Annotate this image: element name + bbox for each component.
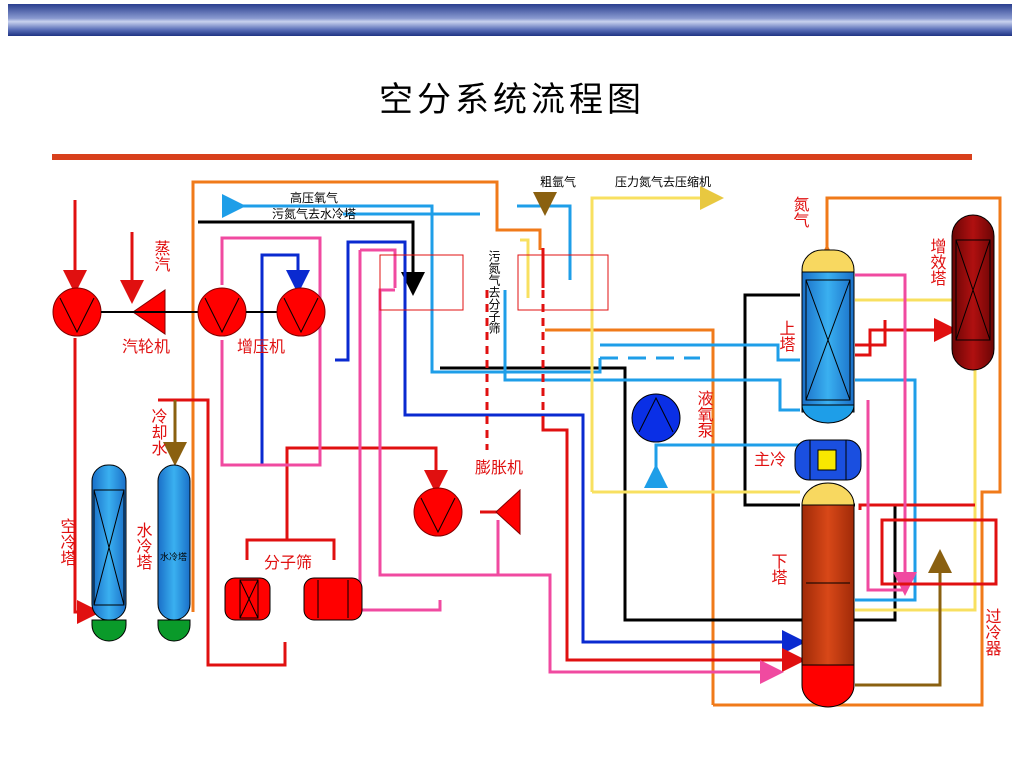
- pipe-brown-sub: [855, 549, 952, 687]
- mol-sieve-1: [224, 577, 271, 621]
- heat-exchanger-right: [517, 254, 609, 311]
- water-cooling-tower: [157, 464, 191, 642]
- page-title: 空分系统流程图: [379, 80, 645, 120]
- pipe-orange-right: [545, 328, 715, 705]
- label-booster: 增压机: [237, 337, 285, 356]
- mol-sieve-2: [303, 577, 363, 621]
- pipe-red-sub: [858, 503, 975, 510]
- label-expander: 膨胀机: [475, 458, 523, 477]
- pipe-lightblue-4: [503, 290, 800, 412]
- pipe-blue-main: [335, 240, 806, 654]
- label-waste-n2-water-tower: 污氮气去水冷塔: [272, 206, 356, 221]
- lower-column: [801, 482, 855, 708]
- pipe-blue-booster: [260, 253, 310, 465]
- pipe-red-air-down: [73, 338, 101, 624]
- label-lox-pump: 液氧泵: [695, 390, 714, 438]
- label-lower-column: 下塔: [769, 553, 788, 585]
- label-steam: 蒸汽: [152, 240, 171, 272]
- label-water-cooler: 水冷塔: [134, 522, 153, 570]
- pipe-pink-2: [358, 250, 442, 612]
- label-upper-column: 上塔: [777, 320, 796, 352]
- upper-column: [801, 249, 855, 424]
- label-hp-oxygen: 高压氧气: [290, 190, 338, 205]
- label-turbine: 汽轮机: [122, 337, 170, 356]
- main-condenser: [794, 439, 862, 481]
- pipes: [63, 180, 1002, 707]
- pipe-yellow-4: [855, 298, 977, 612]
- pipe-red-sieve-up: [245, 538, 336, 560]
- pipe-pink-booster: [220, 236, 322, 467]
- labels: 蒸汽 冷却水 空冷塔 水冷塔 液氧泵 上塔 下塔 增效塔 氮气 过冷器 汽轮机 …: [58, 174, 1002, 656]
- pipe-orange-outer: [191, 180, 542, 612]
- pipe-yellow-pn2: [590, 186, 724, 492]
- expander-turbine: [495, 488, 521, 536]
- booster-compressor-2: [276, 287, 326, 337]
- pipe-pink-3: [380, 573, 784, 684]
- pipe-orange-nitrogen: [713, 196, 1002, 707]
- pipe-yellow-2: [520, 238, 530, 298]
- air-cooling-tower: [91, 464, 127, 642]
- label-argon-column: 增效塔: [928, 238, 947, 286]
- pipe-lightblue-pump: [644, 443, 800, 488]
- pipe-red-argon: [855, 318, 958, 357]
- top-banner: [8, 4, 1012, 36]
- pipe-red-argon2: [855, 320, 887, 347]
- label-subcooler: 过冷器: [983, 608, 1002, 656]
- heat-exchanger-left: [379, 254, 464, 311]
- pipe-lightblue-sub: [855, 378, 917, 602]
- label-crude-argon: 粗氩气: [540, 174, 576, 189]
- booster-compressor-1: [197, 287, 247, 337]
- label-cooling-water: 冷却水: [149, 408, 168, 456]
- pipe-black-top: [198, 220, 425, 296]
- title-underline: [52, 154, 972, 160]
- pipe-red-lower: [541, 420, 806, 672]
- label-main-condenser: 主冷: [754, 450, 786, 469]
- expander-compressor: [413, 487, 463, 537]
- air-compressor: [52, 287, 102, 337]
- label-waste-n2-mol-sieve: 污氮气去分子筛: [487, 250, 501, 334]
- label-water-cooler-inner: 水冷塔: [160, 551, 187, 563]
- pipe-lightblue-top: [222, 194, 602, 374]
- subcooler-box: [880, 518, 998, 586]
- liquid-oxygen-pump: [631, 393, 681, 443]
- label-air-cooler: 空冷塔: [58, 518, 77, 566]
- pipe-pink-right: [855, 273, 907, 592]
- steam-turbine: [101, 289, 200, 335]
- pipe-dash-blue: [600, 343, 700, 360]
- pipe-red-cool: [158, 398, 287, 667]
- label-mol-sieve: 分子筛: [264, 553, 312, 572]
- pipe-black-left: [743, 293, 800, 507]
- label-nitrogen: 氮气: [791, 196, 810, 228]
- argon-column: [951, 214, 995, 371]
- label-pressure-n2: 压力氮气去压缩机: [615, 174, 711, 189]
